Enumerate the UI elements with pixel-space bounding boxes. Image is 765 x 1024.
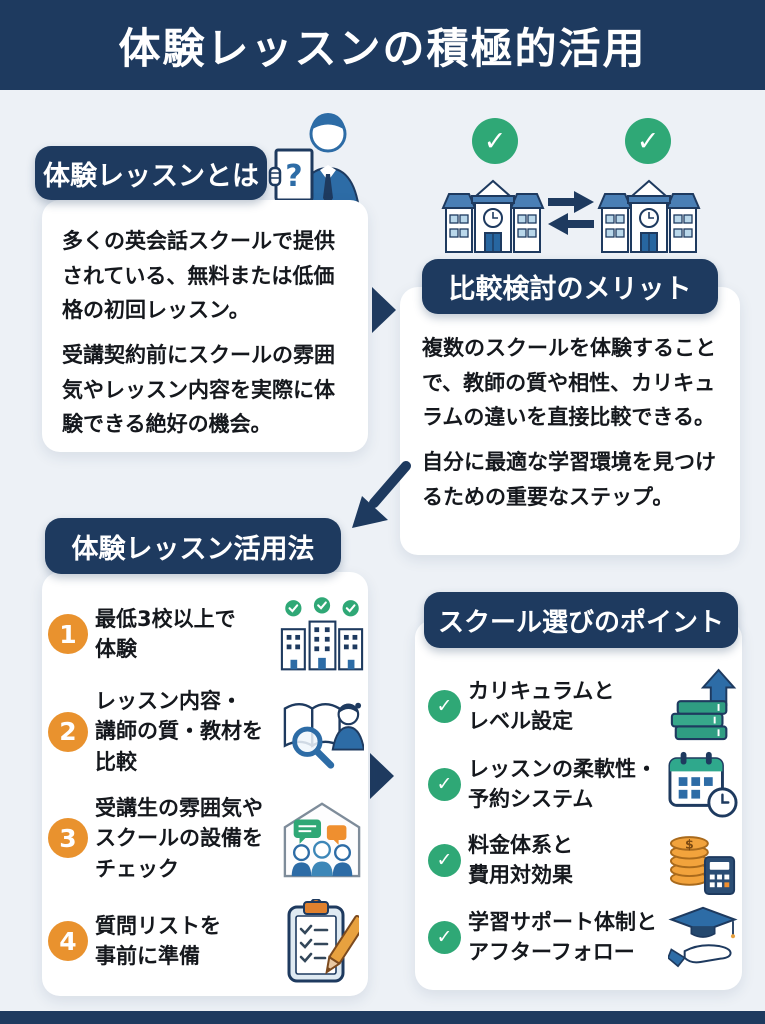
check-circle-icon: ✓ bbox=[428, 767, 461, 801]
arrow-down-left-icon bbox=[350, 458, 414, 536]
section-label-points-text: スクール選びのポイント bbox=[437, 607, 724, 638]
step-number-badge: 4 bbox=[48, 921, 88, 962]
what-paragraph-1: 多くの英会話スクールで提供されている、無料または低価格の初回レッスン。 bbox=[62, 229, 335, 323]
school-building-icon bbox=[441, 178, 545, 260]
card-points: ✓ カリキュラムと レベル設定 ✓ bbox=[415, 620, 742, 990]
step-number-badge: 3 bbox=[48, 818, 88, 859]
check-circle-icon: ✓ bbox=[428, 689, 461, 723]
section-label-what-text: 体験レッスンとは bbox=[43, 160, 259, 192]
check-glyph: ✓ bbox=[436, 849, 453, 871]
check-glyph: ✓ bbox=[436, 773, 453, 795]
coins-calculator-icon: $ bbox=[668, 823, 738, 897]
step-number-badge: 1 bbox=[48, 614, 88, 654]
howto-item-1: 1 最低3校以上で 体験 bbox=[48, 594, 364, 674]
howto-item-4: 4 質問リストを 事前に準備 bbox=[48, 899, 364, 983]
header-banner: 体験レッスンの積極的活用 bbox=[0, 0, 765, 90]
points-item-text: 料金体系と 費用対効果 bbox=[468, 832, 573, 887]
howto-item-text: レッスン内容・ 講師の質・教材を 比較 bbox=[95, 689, 263, 774]
section-label-howto: 体験レッスン活用法 bbox=[45, 518, 341, 574]
svg-text:?: ? bbox=[285, 159, 302, 194]
check-glyph: ✓ bbox=[483, 125, 507, 157]
merit-paragraph-2: 自分に最適な学習環境を見つけるための重要なステップ。 bbox=[422, 449, 716, 509]
classroom-discussion-icon bbox=[280, 796, 364, 880]
arrow-right-icon bbox=[370, 753, 394, 799]
check-circle-icon: ✓ bbox=[428, 920, 461, 954]
what-paragraph-2: 受講契約前にスクールの雰囲気やレッスン内容を実際に体験できる絶好の機会。 bbox=[62, 342, 335, 437]
section-label-points: スクール選びのポイント bbox=[424, 592, 738, 648]
book-magnifier-teacher-icon bbox=[280, 694, 364, 770]
points-item-3: ✓ 料金体系と 費用対効果 $ bbox=[428, 822, 738, 898]
card-howto: 1 最低3校以上で 体験 bbox=[42, 572, 368, 996]
howto-item-text: 最低3校以上で 体験 bbox=[95, 606, 236, 661]
howto-item-3: 3 受講生の雰囲気や スクールの設備を チェック bbox=[48, 789, 364, 887]
buildings-check-icon bbox=[280, 597, 364, 671]
howto-item-text: 質問リストを 事前に準備 bbox=[95, 913, 221, 969]
card-merit: 複数のスクールを体験することで、教師の質や相性、カリキュラムの違いを直接比較でき… bbox=[400, 287, 740, 555]
points-item-text: レッスンの柔軟性・ 予約システム bbox=[468, 756, 657, 811]
points-item-2: ✓ レッスンの柔軟性・ 予約システム bbox=[428, 746, 738, 822]
points-item-4: ✓ 学習サポート体制と アフターフォロー bbox=[428, 898, 738, 976]
points-item-1: ✓ カリキュラムと レベル設定 bbox=[428, 666, 738, 746]
check-circle-icon: ✓ bbox=[472, 118, 518, 164]
merit-paragraph-1: 複数のスクールを体験することで、教師の質や相性、カリキュラムの違いを直接比較でき… bbox=[422, 336, 716, 430]
check-circle-icon: ✓ bbox=[428, 843, 461, 877]
section-label-howto-text: 体験レッスン活用法 bbox=[71, 533, 315, 565]
checklist-pencil-icon bbox=[280, 899, 364, 983]
svg-text:$: $ bbox=[685, 836, 694, 851]
section-label-merit: 比較検討のメリット bbox=[422, 259, 718, 314]
graduation-support-icon bbox=[668, 901, 738, 973]
books-level-up-icon bbox=[668, 668, 738, 744]
check-glyph: ✓ bbox=[636, 125, 660, 157]
arrow-right-icon bbox=[372, 287, 396, 333]
exchange-arrows-icon bbox=[548, 190, 594, 240]
card-what: 多くの英会話スクールで提供されている、無料または低価格の初回レッスン。 受講契約… bbox=[42, 200, 368, 452]
calendar-clock-icon bbox=[668, 748, 738, 820]
check-glyph: ✓ bbox=[436, 695, 453, 717]
page-title: 体験レッスンの積極的活用 bbox=[118, 23, 647, 73]
section-label-merit-text: 比較検討のメリット bbox=[448, 274, 692, 305]
step-number-badge: 2 bbox=[48, 711, 88, 752]
school-building-icon bbox=[597, 178, 701, 260]
check-circle-icon: ✓ bbox=[625, 118, 671, 164]
section-label-what: 体験レッスンとは bbox=[35, 146, 267, 200]
check-glyph: ✓ bbox=[436, 926, 453, 948]
howto-item-2: 2 レッスン内容・ 講師の質・教材を 比較 bbox=[48, 686, 364, 777]
points-item-text: 学習サポート体制と アフターフォロー bbox=[468, 909, 657, 964]
points-item-text: カリキュラムと レベル設定 bbox=[468, 678, 615, 733]
howto-item-text: 受講生の雰囲気や スクールの設備を チェック bbox=[95, 795, 263, 881]
footer-band bbox=[0, 1011, 765, 1024]
